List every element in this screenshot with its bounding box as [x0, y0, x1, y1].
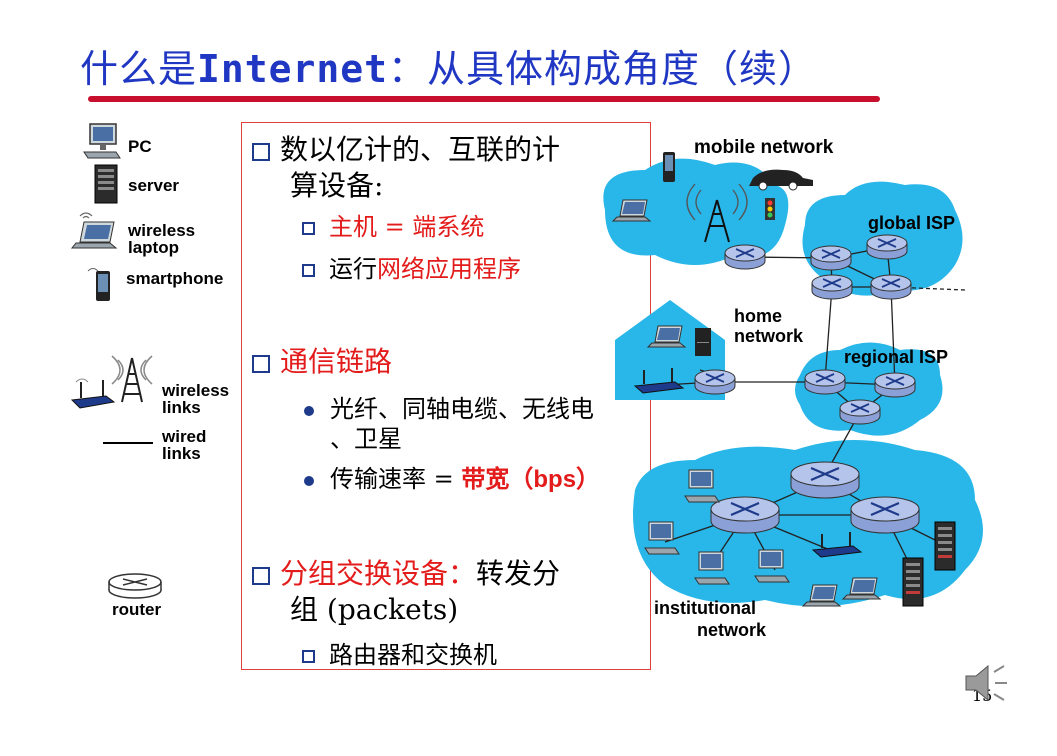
mobile-network-label: mobile network [694, 137, 834, 158]
global-isp-label: global ISP [868, 213, 956, 233]
wireless-link-icon [70, 355, 153, 409]
smartphone-icon [663, 152, 675, 182]
home-wireless-router-icon [633, 368, 685, 394]
title-internet: Internet [197, 47, 389, 91]
legend-smartphone-label: smartphone [126, 269, 224, 288]
sub-bullet-hosts: 主机 = 端系统 [302, 212, 484, 242]
sub-bullet-routers: 路由器和交换机 [302, 640, 497, 670]
home-network-label-1: home [734, 306, 783, 326]
legend-wired-links-label: wired links [162, 427, 207, 463]
title-prefix: 什么是 [80, 47, 198, 91]
legend-router-label: router [112, 600, 162, 619]
title-suffix: ：从具体构成角度（续） [388, 47, 818, 91]
square-bullet-icon [302, 222, 315, 235]
legend-wireless-links-label: wireless links [162, 381, 230, 417]
network-diagram [603, 152, 983, 607]
cell-tower-icon [686, 183, 748, 243]
title-underline [88, 96, 880, 102]
bullet-links: 通信链路 [252, 344, 392, 380]
slide-title: 什么是Internet：从具体构成角度（续） [80, 38, 817, 93]
wireless-laptop-icon [70, 212, 118, 249]
legend-laptop-label: wireless laptop [128, 221, 196, 257]
speaker-icon[interactable] [962, 660, 1010, 706]
smartphone-icon [87, 268, 110, 301]
square-bullet-icon [302, 650, 315, 663]
bullet-switches: 分组交换设备：转发分 组 (packets) [252, 556, 560, 628]
pc-icon [83, 123, 121, 159]
traffic-light-icon [765, 198, 775, 220]
car-icon [749, 169, 813, 191]
wired-link-line [103, 442, 153, 444]
dot-bullet-icon [304, 475, 314, 486]
sub-bullet-apps: 运行网络应用程序 [302, 254, 521, 284]
regional-isp-label: regional ISP [844, 347, 949, 367]
legend-pc-label: PC [128, 137, 152, 156]
institutional-wireless-router-icon [811, 532, 863, 558]
router-icon [108, 573, 162, 599]
mobile-network-cloud [603, 158, 789, 265]
institutional-network-label-1: institutional [654, 598, 756, 618]
regional-isp-cloud [795, 342, 943, 436]
square-bullet-icon [252, 354, 270, 373]
sub-bullet-media: 光纤、同轴电缆、无线电 、卫星 [304, 394, 594, 454]
home-network-label-2: network [734, 326, 804, 346]
square-bullet-icon [252, 142, 270, 161]
institutional-network-label-2: network [697, 620, 767, 640]
server-icon [94, 164, 118, 204]
legend-server-label: server [128, 176, 180, 195]
bullet-devices: 数以亿计的、互联的计 算设备: [252, 132, 560, 204]
dot-bullet-icon [304, 405, 314, 416]
fridge-icon [695, 328, 711, 356]
square-bullet-icon [252, 566, 270, 585]
square-bullet-icon [302, 264, 315, 277]
sub-bullet-bandwidth: 传输速率 = 带宽（bps） [304, 464, 600, 495]
